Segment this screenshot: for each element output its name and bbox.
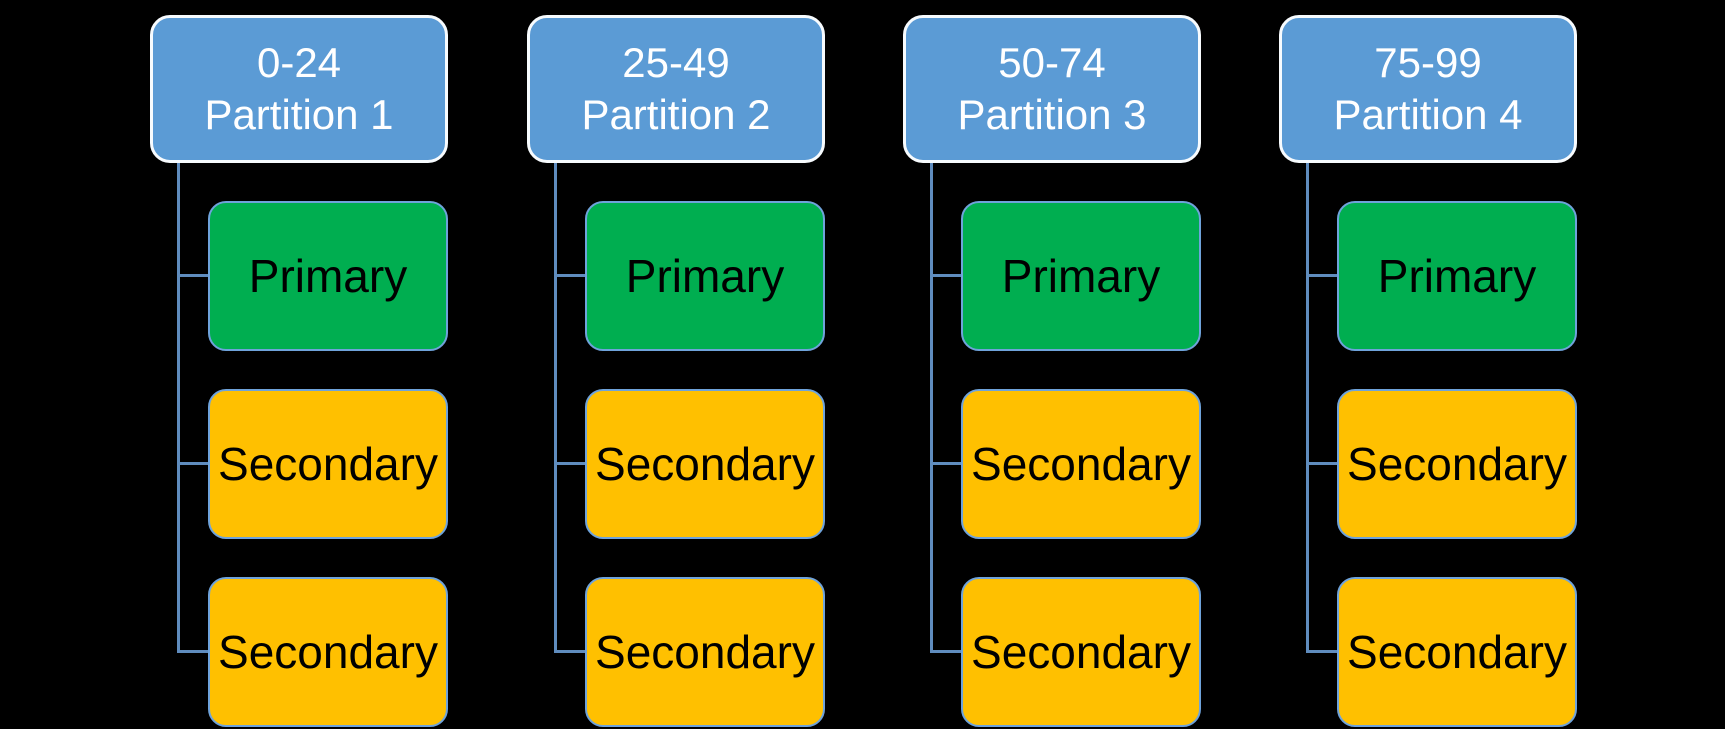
secondary-replica-box: Secondary [961,389,1201,539]
replica-label: Primary [1377,250,1537,302]
primary-replica-box: Primary [585,201,825,351]
connector-elbow [556,650,585,653]
replica-label: Primary [625,250,785,302]
replica-label: Secondary [971,626,1191,678]
partition-range-label: 75-99 [1374,39,1482,86]
connector-vertical-line [554,163,557,653]
connector-elbow [179,650,208,653]
partition-column-1: 0-24 Partition 1 Primary Secondary Secon… [150,0,450,729]
partition-name-label: Partition 4 [1333,91,1523,138]
secondary-replica-box: Secondary [961,577,1201,727]
primary-replica-box: Primary [961,201,1201,351]
partition-header-box: 0-24 Partition 1 [150,15,448,163]
secondary-replica-box: Secondary [585,577,825,727]
replica-label: Secondary [595,626,815,678]
connector-elbow [556,462,585,465]
connector-elbow [932,462,961,465]
partition-header-box: 25-49 Partition 2 [527,15,825,163]
partition-column-2: 25-49 Partition 2 Primary Secondary Seco… [527,0,827,729]
connector-elbow [179,462,208,465]
replica-label: Secondary [971,438,1191,490]
replica-label: Primary [248,250,408,302]
replica-label: Secondary [595,438,815,490]
partition-range-label: 0-24 [256,39,342,86]
partition-column-4: 75-99 Partition 4 Primary Secondary Seco… [1279,0,1579,729]
connector-elbow [179,274,208,277]
replica-label: Secondary [218,438,438,490]
partition-range-label: 25-49 [622,39,730,86]
primary-replica-box: Primary [208,201,448,351]
partition-header-box: 50-74 Partition 3 [903,15,1201,163]
replica-label: Primary [1001,250,1161,302]
partition-column-3: 50-74 Partition 3 Primary Secondary Seco… [903,0,1203,729]
primary-replica-box: Primary [1337,201,1577,351]
connector-elbow [1308,462,1337,465]
partition-range-label: 50-74 [998,39,1106,86]
connector-elbow [556,274,585,277]
connector-vertical-line [1306,163,1309,653]
secondary-replica-box: Secondary [1337,389,1577,539]
connector-elbow [1308,274,1337,277]
secondary-replica-box: Secondary [208,389,448,539]
secondary-replica-box: Secondary [208,577,448,727]
partition-name-label: Partition 3 [957,91,1147,138]
connector-elbow [932,650,961,653]
connector-vertical-line [930,163,933,653]
secondary-replica-box: Secondary [585,389,825,539]
partition-name-label: Partition 2 [581,91,771,138]
partition-header-box: 75-99 Partition 4 [1279,15,1577,163]
connector-elbow [932,274,961,277]
secondary-replica-box: Secondary [1337,577,1577,727]
replica-label: Secondary [218,626,438,678]
connector-vertical-line [177,163,180,653]
connector-elbow [1308,650,1337,653]
replica-label: Secondary [1347,438,1567,490]
partition-name-label: Partition 1 [204,91,394,138]
replica-label: Secondary [1347,626,1567,678]
